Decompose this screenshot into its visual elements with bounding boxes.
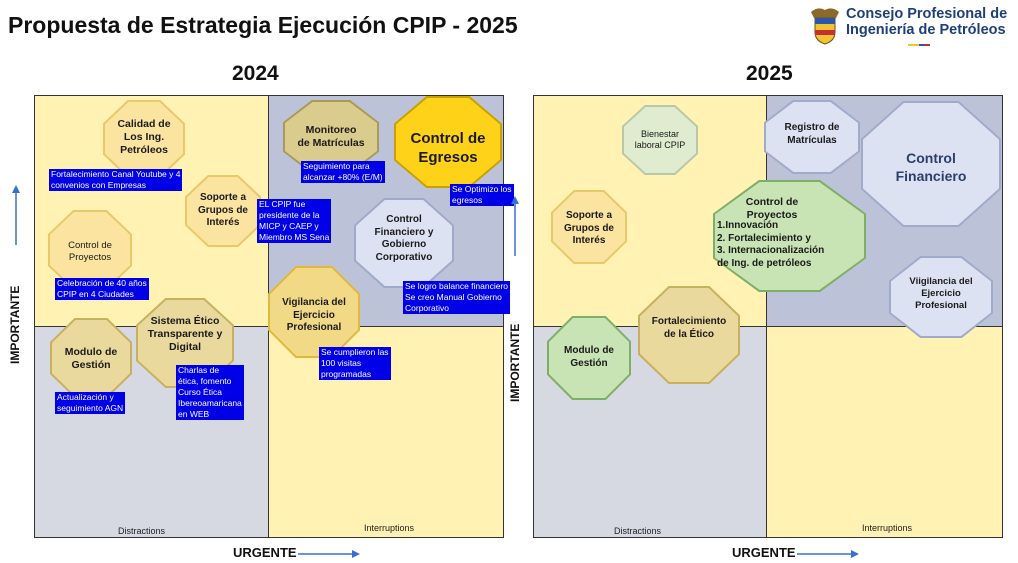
- note-cpip-presidente: EL CPIP fue presidente de la MICP y CAEP…: [257, 199, 332, 243]
- right-x-axis-arrow: [797, 550, 859, 558]
- soporte-grupos-shape-inner: [187, 177, 259, 245]
- monitoreo-matriculas-shape-inner: [285, 102, 377, 172]
- registro-matriculas-shape-inner: [766, 102, 858, 172]
- control-proyectos-right-title: Control de Proyectos: [745, 196, 799, 222]
- control-egresos-shape-inner: [396, 98, 500, 186]
- fortalecimiento-etico-label: Fortalecimiento de la Ético: [651, 316, 727, 340]
- control-financiero-right-shape-inner: [863, 103, 999, 225]
- control-financiero-right-label: Control Financiero: [895, 150, 967, 184]
- logo-line-1: Consejo Profesional de: [846, 6, 1008, 22]
- note-fortalecimiento-canal: Fortalecimiento Canal Youtube y 4 conven…: [49, 169, 183, 191]
- year-2024-label: 2024: [232, 62, 279, 85]
- left-distractions-label: Distractions: [118, 526, 166, 536]
- left-y-axis-label: IMPORTANTE: [8, 285, 22, 364]
- right-quadrant-bottom-right: [766, 326, 1003, 538]
- control-proyectos-right-items: 1.Innovación 2. Fortalecimiento y 3. Int…: [717, 220, 825, 269]
- note-seguimiento-matriculas: Seguimiento para alcanzar +80% (E/M): [301, 161, 385, 183]
- note-visitas-programadas: Se cumplieron las 100 visitas programada…: [319, 347, 391, 380]
- vigilancia-ejercicio-right-label: Viigilancia del Ejercicio Profesional: [909, 276, 973, 311]
- right-y-axis-label: IMPORTANTE: [508, 323, 522, 402]
- right-interruptions-label: Interruptions: [862, 523, 913, 533]
- modulo-gestion-right-shape-inner: [549, 318, 629, 398]
- note-charlas-etica: Charlas de ética, fomento Curso Ética Ib…: [176, 365, 244, 420]
- vigilancia-ejercicio-right-shape-inner: [891, 258, 991, 336]
- soporte-grupos-right-shape-inner: [553, 192, 625, 262]
- colombia-coat-of-arms-logo: [808, 4, 842, 46]
- bienestar-laboral-shape-inner: [624, 107, 696, 173]
- right-y-axis-arrow: [511, 196, 519, 256]
- control-financiero-gobierno-label: Control Financiero y Gobierno Corporativ…: [374, 214, 434, 263]
- logo-flag-stripe: [908, 44, 930, 46]
- vigilancia-ejercicio-left-shape-inner: [270, 268, 358, 356]
- modulo-gestion-left-shape-inner: [52, 320, 130, 396]
- calidad-ingenieros-label: Calidad de Los Ing. Petróleos: [117, 118, 171, 157]
- control-egresos-label: Control de Egresos: [410, 130, 486, 166]
- vigilancia-ejercicio-left-label: Vigilancia del Ejercicio Profesional: [282, 297, 346, 333]
- left-x-axis-arrow: [298, 550, 360, 558]
- soporte-grupos-label: Soporte a Grupos de Interés: [197, 192, 248, 228]
- registro-matriculas-label: Registro de Matrículas: [784, 122, 840, 146]
- control-proyectos-left-label: Control de Proyectos: [68, 240, 112, 263]
- monitoreo-matriculas-label: Monitoreo de Matrículas: [297, 124, 365, 150]
- calidad-ingenieros-shape-inner: [105, 102, 183, 176]
- year-2025-label: 2025: [746, 62, 793, 85]
- left-y-axis-arrow: [12, 185, 20, 245]
- note-celebracion-40-anos: Celebración de 40 años CPIP en 4 Ciudade…: [55, 278, 149, 300]
- fortalecimiento-etico-shape-inner: [640, 288, 738, 382]
- bienestar-laboral-label: Bienestar laboral CPIP: [634, 129, 686, 151]
- note-balance-financiero: Se logro balance financiero Se creo Manu…: [403, 281, 511, 314]
- modulo-gestion-left-label: Modulo de Gestión: [64, 346, 118, 372]
- note-actualizacion-agn: Actualización y seguimiento AGN: [55, 392, 126, 414]
- page-title: Propuesta de Estrategia Ejecución CPIP -…: [8, 12, 518, 38]
- right-x-axis-label: URGENTE: [732, 545, 796, 560]
- logo-line-2: Ingeniería de Petróleos: [846, 22, 1006, 38]
- left-interruptions-label: Interruptions: [364, 523, 415, 533]
- soporte-grupos-right-label: Soporte a Grupos de Interés: [563, 210, 614, 246]
- right-distractions-label: Distractions: [614, 526, 662, 536]
- control-proyectos-right-shape-inner: [715, 182, 864, 290]
- logo-text: Consejo Profesional de Ingeniería de Pet…: [846, 6, 1007, 38]
- control-financiero-gobierno-shape-inner: [356, 200, 452, 286]
- control-proyectos-left-shape-inner: [50, 212, 130, 288]
- modulo-gestion-right-label: Modulo de Gestión: [564, 345, 614, 369]
- note-optimizo-egresos: Se Optimizo los egresos: [450, 184, 514, 206]
- left-x-axis-label: URGENTE: [233, 545, 297, 560]
- sistema-etico-label: Sistema Ético Transparente y Digital: [147, 315, 223, 354]
